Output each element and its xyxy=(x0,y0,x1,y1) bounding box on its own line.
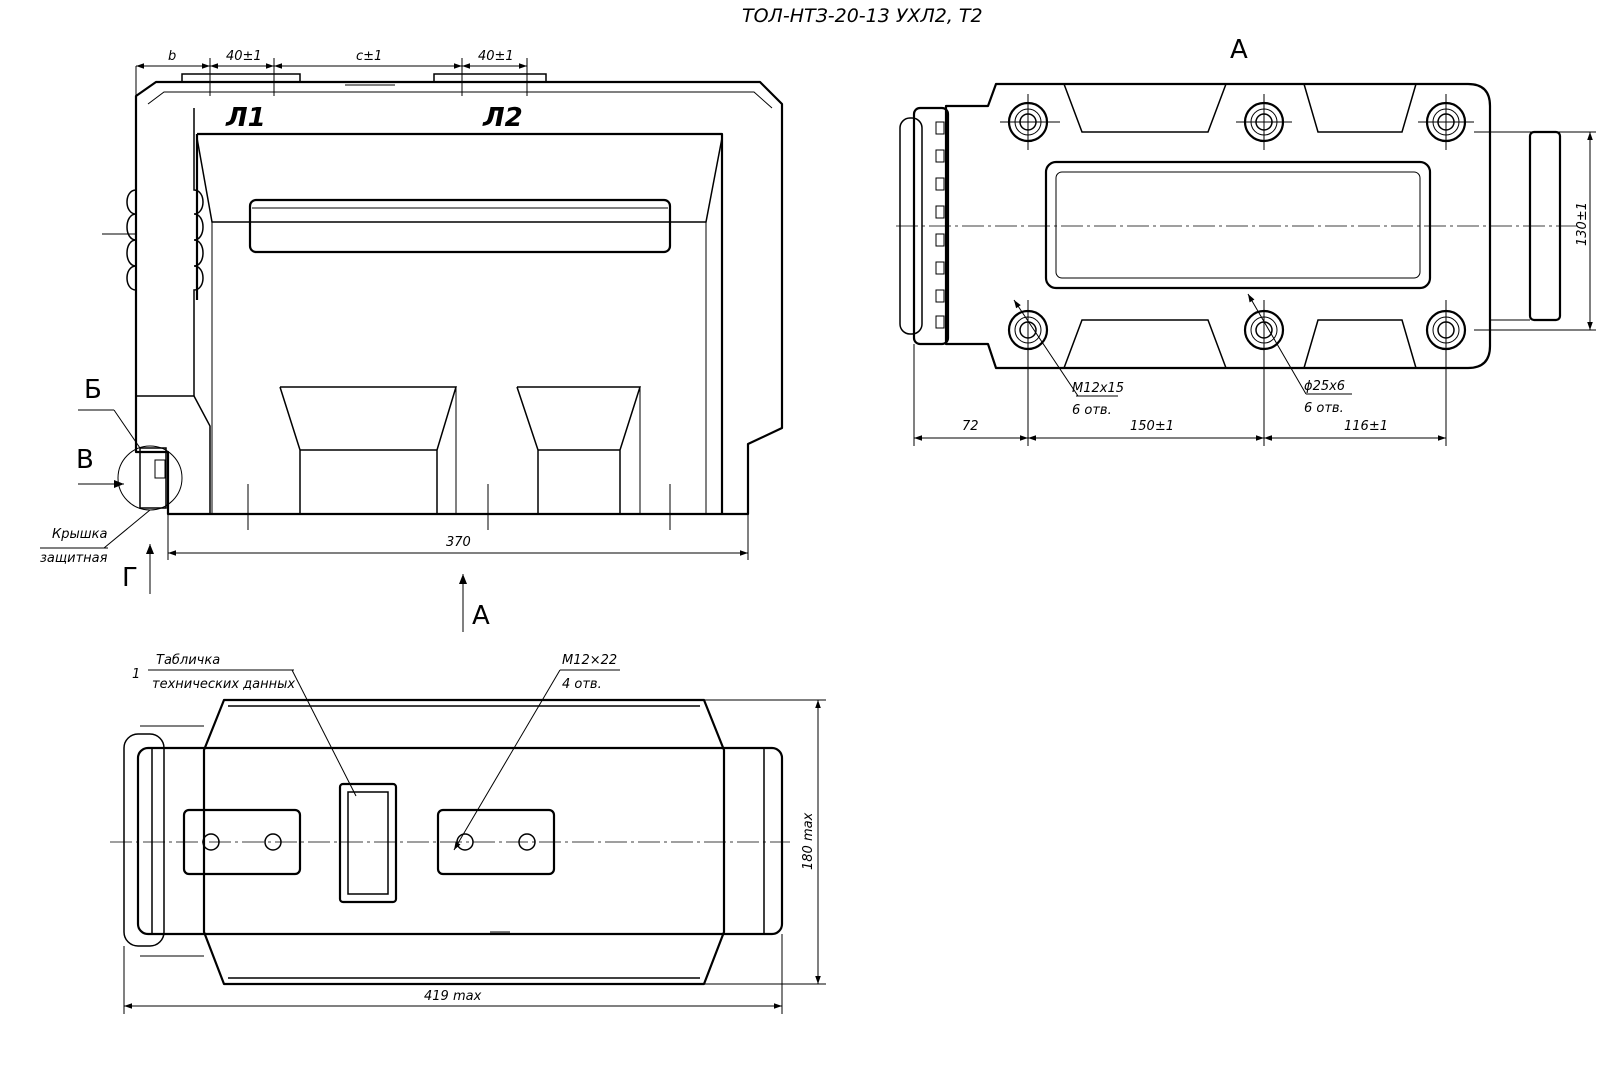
plate-callout-line1: Табличка xyxy=(156,653,220,668)
thread-count: 4 отв. xyxy=(562,677,602,692)
cover-callout-line1: Крышка xyxy=(52,527,107,542)
dim-b: b xyxy=(168,49,176,64)
dim-40-right: 40±1 xyxy=(478,49,514,64)
view-a-heading: А xyxy=(1230,35,1248,65)
dim-116: 116±1 xyxy=(1344,419,1388,434)
thread-label: M12×22 xyxy=(562,653,617,668)
view-letter-g: Г xyxy=(122,563,138,593)
drawing-title: ТОЛ-НТЗ-20-13 УХЛ2, Т2 xyxy=(742,5,983,27)
plate-callout-number: 1 xyxy=(132,667,140,682)
bosses-label-size: ϕ25x6 xyxy=(1304,379,1345,394)
dim-40-left: 40±1 xyxy=(226,49,262,64)
dim-419-max: 419 max xyxy=(424,989,482,1004)
terminal-l2-label: Л2 xyxy=(482,103,523,133)
view-letter-b: Б xyxy=(84,375,102,405)
dim-72: 72 xyxy=(962,419,979,434)
terminal-l1-label: Л1 xyxy=(225,103,266,133)
cover-callout-line2: защитная xyxy=(40,551,108,566)
front-view: Л1 Л2 b 40±1 c±1 40±1 370 Б В Г А xyxy=(40,49,784,632)
terminal-clamps xyxy=(935,121,945,329)
dim-130: 130±1 xyxy=(1575,202,1590,246)
holes-label-thread: M12x15 xyxy=(1072,381,1124,396)
top-view: 1 Табличка технических данных M12×22 4 о… xyxy=(110,653,826,1014)
holes-label-count: 6 отв. xyxy=(1072,403,1112,418)
dim-180-max: 180 max xyxy=(801,812,816,870)
view-a: А xyxy=(896,35,1596,446)
dim-c: c±1 xyxy=(356,49,382,64)
dim-150: 150±1 xyxy=(1130,419,1174,434)
plate-callout-line2: технических данных xyxy=(152,677,295,692)
view-letter-v: В xyxy=(76,445,94,475)
dim-370: 370 xyxy=(446,535,471,550)
section-arrow-a-label: А xyxy=(472,601,490,631)
bosses-label-count: 6 отв. xyxy=(1304,401,1344,416)
